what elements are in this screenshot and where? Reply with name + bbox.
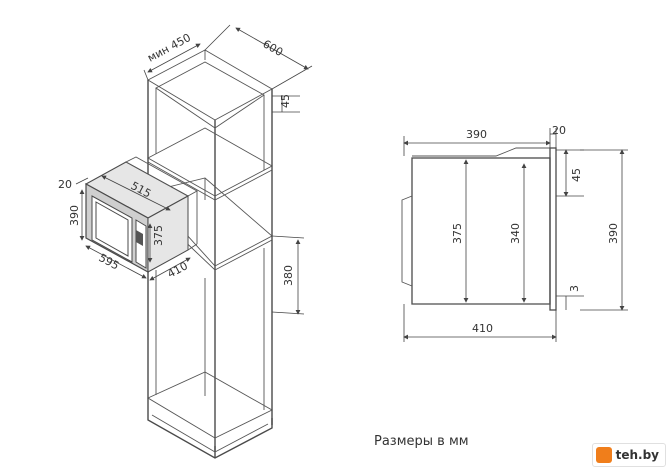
- label-20b: 20: [552, 124, 566, 137]
- cabinet-top: [147, 49, 273, 121]
- left-dimensions: [75, 24, 313, 315]
- label-340: 340: [509, 223, 522, 244]
- label-380: 380: [282, 265, 295, 286]
- label-20a: 20: [58, 178, 72, 191]
- label-45a: 45: [279, 94, 292, 108]
- label-375a: 375: [152, 225, 165, 246]
- caption-text: Размеры в мм: [374, 434, 469, 449]
- label-410b: 410: [472, 322, 493, 335]
- brand-watermark[interactable]: teh.by: [591, 443, 666, 467]
- label-390a: 390: [68, 205, 81, 226]
- label-600: 600: [261, 37, 286, 59]
- right-dimensions: [403, 128, 628, 342]
- label-390-top: 390: [466, 128, 487, 141]
- microwave-body-side: [411, 157, 551, 305]
- label-410a: 410: [165, 259, 190, 280]
- label-390-right: 390: [607, 223, 620, 244]
- side-view-drawing: [401, 147, 557, 311]
- label-45b: 45: [570, 168, 583, 182]
- bottom-shelf: [147, 371, 273, 439]
- front-frame-side: [549, 147, 557, 311]
- brand-logo-icon: [595, 447, 612, 463]
- label-375b: 375: [451, 223, 464, 244]
- brand-text: teh.by: [615, 448, 659, 462]
- upper-shelf: [147, 127, 273, 197]
- label-3: 3: [568, 285, 581, 292]
